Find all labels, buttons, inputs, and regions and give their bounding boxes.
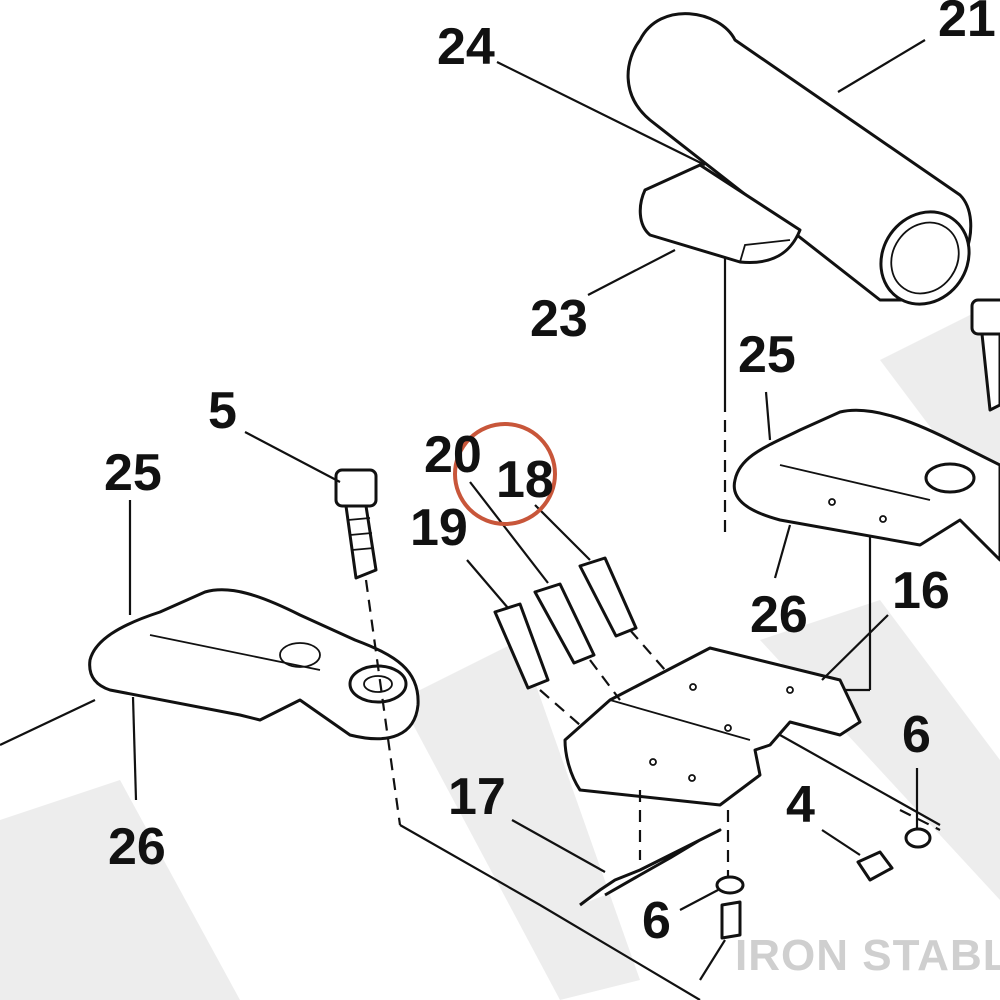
callout-26-left: 26 bbox=[108, 818, 166, 876]
callout-17: 17 bbox=[448, 768, 506, 826]
part-small-bolt-and-washers bbox=[715, 827, 932, 940]
part-serrated-strips bbox=[579, 828, 722, 907]
part-handlebar-tube bbox=[626, 12, 973, 306]
part-right-clamp bbox=[732, 408, 1000, 562]
callout-labels: 21 24 23 25 5 25 20 18 19 26 16 6 4 17 2… bbox=[104, 0, 996, 950]
callout-18: 18 bbox=[496, 451, 554, 509]
callout-19: 19 bbox=[410, 499, 468, 557]
callout-24: 24 bbox=[437, 18, 495, 76]
callout-leaders bbox=[128, 39, 926, 981]
callout-6-bottom: 6 bbox=[642, 892, 671, 950]
callout-16: 16 bbox=[892, 562, 950, 620]
highlight-ring bbox=[453, 422, 557, 526]
part-left-clamp bbox=[88, 588, 420, 741]
callout-25-left: 25 bbox=[104, 444, 162, 502]
callout-20: 20 bbox=[424, 426, 482, 484]
callout-23: 23 bbox=[530, 290, 588, 348]
callout-6-right: 6 bbox=[902, 706, 931, 764]
callout-5: 5 bbox=[208, 382, 237, 440]
assembly-dash-lines bbox=[364, 579, 941, 878]
part-socket-bolt-right bbox=[970, 298, 1000, 412]
part-pins bbox=[493, 556, 638, 690]
part-centre-plate bbox=[563, 646, 862, 807]
callout-4: 4 bbox=[786, 776, 815, 834]
part-socket-bolt-left bbox=[334, 468, 378, 580]
callout-25-right: 25 bbox=[738, 326, 796, 384]
brand-watermark: IRON STABLE bbox=[735, 931, 1000, 980]
part-riser-block bbox=[638, 163, 802, 265]
callout-21: 21 bbox=[938, 0, 996, 48]
callout-26-right: 26 bbox=[750, 586, 808, 644]
